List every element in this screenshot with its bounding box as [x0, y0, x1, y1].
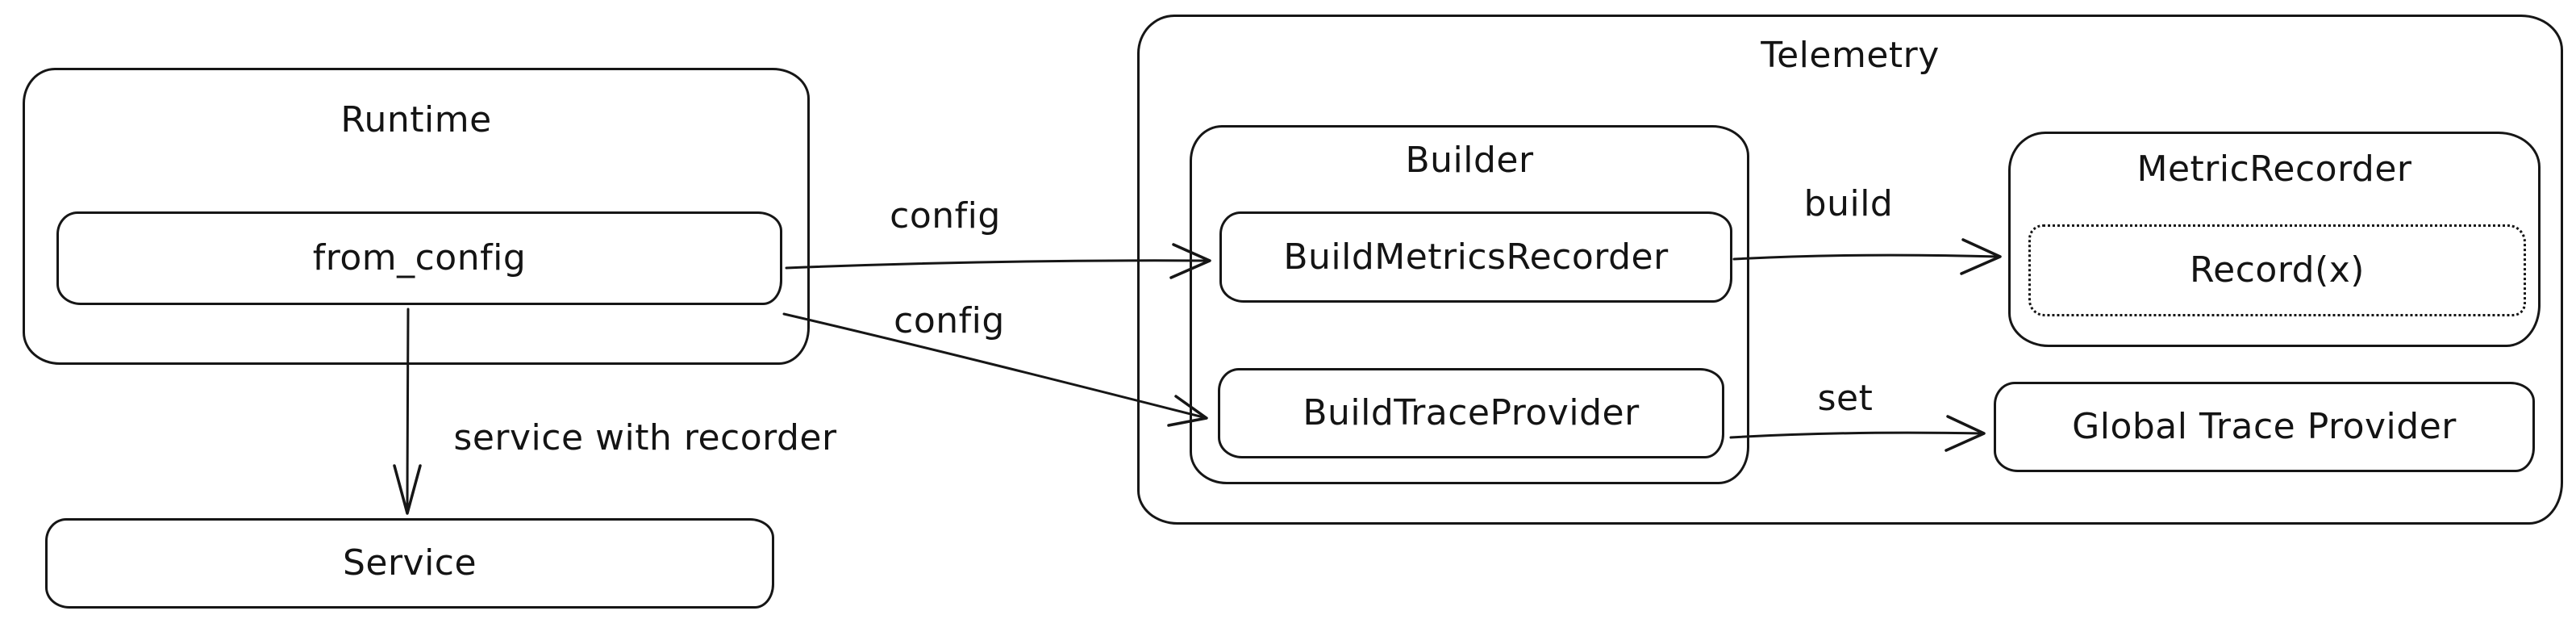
- service-with-recorder-arrow-head: [393, 464, 422, 515]
- config-arrow-to-metrics-head: [1169, 243, 1211, 279]
- service-with-recorder-edge-label: service with recorder: [453, 417, 837, 458]
- build-arrow[interactable]: [1732, 238, 2002, 275]
- builder-label: Builder: [1405, 140, 1534, 181]
- service-box[interactable]: Service: [45, 518, 774, 609]
- config-arrow-to-metrics-line: [785, 259, 1210, 270]
- set-arrow-line: [1729, 431, 1984, 439]
- from-config-label: from_config: [312, 237, 527, 278]
- service-with-recorder-arrow[interactable]: [393, 308, 422, 515]
- build-arrow-line: [1732, 253, 2000, 261]
- build-trace-provider-label: BuildTraceProvider: [1303, 392, 1640, 433]
- build-trace-provider-box[interactable]: BuildTraceProvider: [1218, 368, 1724, 458]
- build-metrics-recorder-label: BuildMetricsRecorder: [1283, 236, 1669, 278]
- config-arrow-to-trace[interactable]: [782, 312, 1208, 427]
- set-arrow-head: [1945, 415, 1986, 452]
- set-edge-label: set: [1817, 378, 1874, 419]
- from-config-box[interactable]: from_config: [56, 211, 782, 305]
- config-arrow-to-trace-line: [782, 312, 1208, 420]
- service-label: Service: [342, 542, 477, 584]
- build-edge-label: build: [1803, 183, 1894, 224]
- global-trace-provider-label: Global Trace Provider: [2072, 406, 2457, 447]
- telemetry-label: Telemetry: [1761, 35, 1940, 76]
- set-arrow[interactable]: [1729, 415, 1986, 452]
- record-x-box[interactable]: Record(x): [2028, 224, 2526, 316]
- metric-recorder-label: MetricRecorder: [2136, 149, 2412, 190]
- build-arrow-head: [1960, 238, 2002, 275]
- config-to-trace-edge-label: config: [894, 300, 1005, 341]
- record-x-label: Record(x): [2190, 249, 2365, 291]
- config-to-metrics-edge-label: config: [890, 195, 1001, 236]
- global-trace-provider-box[interactable]: Global Trace Provider: [1994, 382, 2535, 472]
- runtime-label: Runtime: [340, 99, 492, 140]
- config-arrow-to-trace-head: [1167, 395, 1208, 427]
- service-with-recorder-arrow-line: [406, 308, 410, 512]
- config-arrow-to-metrics[interactable]: [785, 243, 1211, 279]
- build-metrics-recorder-box[interactable]: BuildMetricsRecorder: [1219, 211, 1732, 303]
- metric-recorder-box[interactable]: MetricRecorder: [2008, 132, 2541, 347]
